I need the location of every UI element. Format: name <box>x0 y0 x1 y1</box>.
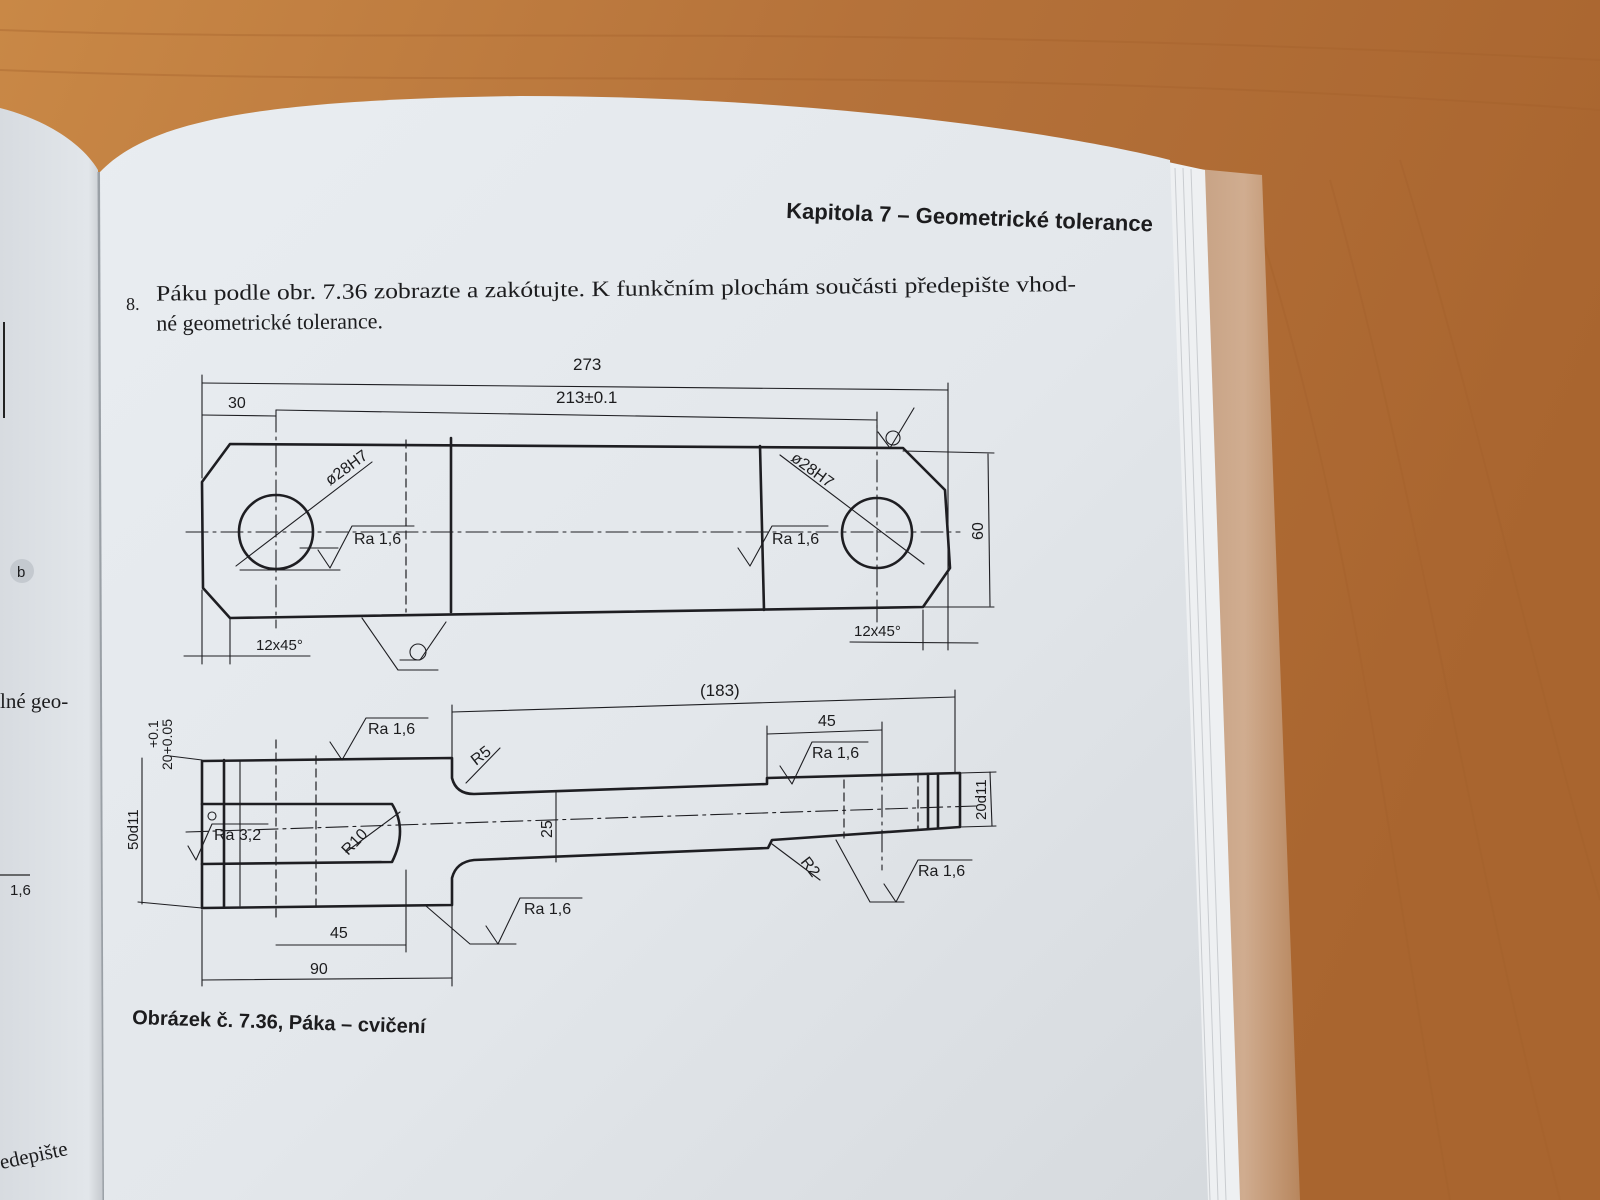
leader-r10 <box>345 811 401 853</box>
dim-line-60 <box>987 453 991 607</box>
dim-50d11: 50d11 <box>125 809 142 850</box>
left-letter: b <box>17 564 25 581</box>
dim-213: 213±0.1 <box>556 388 617 407</box>
leader-r2 <box>771 843 821 881</box>
roughness-symbol-top-left <box>329 717 429 761</box>
tol-upper: +0.1 <box>145 720 161 748</box>
slot-outline <box>200 802 402 866</box>
chamfer-left: 12x45° <box>256 637 303 654</box>
dim-183: (183) <box>700 681 740 700</box>
roughness-slot: Ra 3,2 <box>214 827 261 844</box>
dim-20d11: 20d11 <box>973 779 990 820</box>
roughness-symbol-top-right <box>779 741 869 785</box>
dim-90: 90 <box>310 961 328 978</box>
dim-45-top: 45 <box>818 713 836 730</box>
flatness-circle-bottom <box>409 643 427 661</box>
dim-line-30 <box>201 414 277 417</box>
roughness-symbol-bottom-mid <box>425 897 583 945</box>
leader-hole-left <box>235 461 373 567</box>
section-line-2 <box>758 444 766 612</box>
wood-grain <box>0 29 1600 1200</box>
plastic-cover <box>1188 168 1300 1200</box>
dim-25: 25 <box>539 820 556 838</box>
dim-line-90 <box>201 977 453 981</box>
dim-line-20d11 <box>989 771 993 827</box>
leader-r5 <box>465 747 501 784</box>
dim-line-183 <box>451 696 956 713</box>
roughness-symbol-slot <box>187 823 269 861</box>
roughness-symbol-left <box>317 525 415 569</box>
page-stack-edge <box>1168 162 1240 1200</box>
chamfer-right: 12x45° <box>854 623 901 640</box>
roughness-right: Ra 1,6 <box>772 531 819 548</box>
dim-273: 273 <box>573 355 601 374</box>
roughness-top-left: Ra 1,6 <box>368 721 415 738</box>
ext-line-20d11-bottom <box>959 825 997 828</box>
roughness-left: Ra 1,6 <box>354 531 401 548</box>
dim-line-273 <box>201 382 949 391</box>
left-page <box>0 108 104 1200</box>
exercise-number: 8. <box>126 294 140 314</box>
roughness-bottom-mid: Ra 1,6 <box>524 901 571 918</box>
gutter-shadow <box>97 171 106 1200</box>
left-bullet <box>10 559 34 583</box>
chamfer-line-right <box>849 641 979 644</box>
ext-line-tolerance <box>169 755 203 761</box>
exercise-line-2: né geometrické tolerance. <box>156 308 383 335</box>
roughness-symbol-right <box>737 525 829 567</box>
roughness-symbol-bottom-right <box>835 839 973 903</box>
tol-lower: 20+0.05 <box>159 719 175 770</box>
dim-30: 30 <box>228 395 246 412</box>
ext-line-60-top <box>902 450 995 454</box>
flatness-circle-top <box>885 430 901 446</box>
roughness-bottom-right: Ra 1,6 <box>918 863 965 880</box>
leader-hole-right <box>779 454 925 565</box>
ext-line-20d11-top <box>959 771 997 774</box>
right-page <box>100 96 1208 1200</box>
ext-line-50d11-bottom <box>137 901 203 909</box>
front-center-axis <box>185 805 977 833</box>
roughness-slot-circle <box>207 811 217 821</box>
dim-60: 60 <box>970 522 987 540</box>
flatness-symbol-top <box>877 407 915 449</box>
page-edges <box>1174 167 1227 1200</box>
roughness-top-right: Ra 1,6 <box>812 745 859 762</box>
dim-line-45-top <box>766 729 883 735</box>
dim-line-213 <box>275 409 878 421</box>
left-fragment-geo: lné geo- <box>0 689 68 713</box>
dim-45-bottom: 45 <box>330 925 348 942</box>
left-fragment-value: 1,6 <box>10 882 31 899</box>
